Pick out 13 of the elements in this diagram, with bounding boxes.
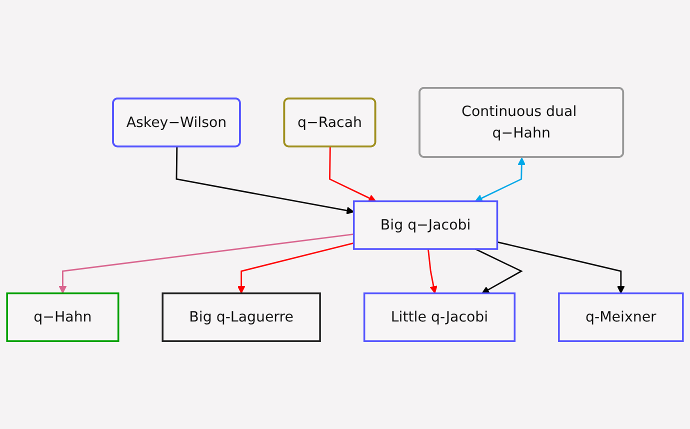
node-box: Big q-Laguerre (162, 292, 321, 342)
arrow (237, 242, 354, 294)
arrow (329, 146, 376, 202)
node-box: Big q−Jacobi (352, 200, 498, 250)
arrow (58, 234, 354, 294)
arrow (474, 248, 523, 294)
arrow (474, 157, 526, 202)
arrow (427, 248, 438, 294)
node-box: Little q-Jacobi (363, 292, 516, 342)
node-box: q−Hahn (6, 292, 120, 342)
node-box: q-Meixner (558, 292, 684, 342)
arrow (176, 146, 354, 214)
arrow (497, 241, 625, 294)
